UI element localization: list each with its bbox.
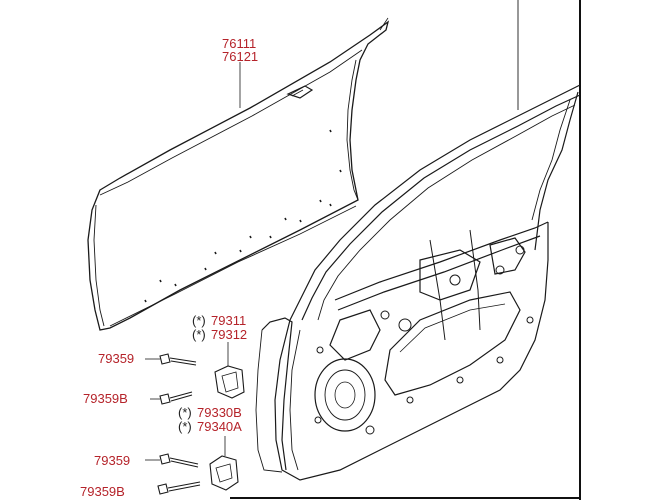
label-upper-hinge-b: 79312	[211, 327, 248, 342]
label-bolt-lower-1: 79359	[94, 453, 131, 468]
label-door-panel-b: 76121	[222, 49, 259, 64]
label-lower-hinge-marker-b: (*)	[178, 419, 192, 434]
label-door-panel-a: 76111	[222, 36, 257, 51]
label-lower-hinge-a: 79330B	[197, 405, 242, 420]
label-upper-hinge-a: 79311	[211, 313, 247, 328]
label-upper-hinge-marker-b: (*)	[192, 327, 206, 342]
label-bolt-lower-2: 79359B	[80, 484, 125, 499]
bolts	[145, 353, 201, 495]
lower-hinge	[209, 436, 239, 491]
label-bolt-upper-1: 79359	[98, 351, 135, 366]
upper-hinge	[214, 342, 245, 399]
door-outer-panel	[87, 17, 390, 331]
door-inner-frame	[255, 0, 581, 481]
label-lower-hinge-marker-a: (*)	[178, 405, 192, 420]
label-bolt-upper-2: 79359B	[83, 391, 128, 406]
label-upper-hinge-marker-a: (*)	[192, 313, 206, 328]
label-lower-hinge-b: 79340A	[197, 419, 242, 434]
